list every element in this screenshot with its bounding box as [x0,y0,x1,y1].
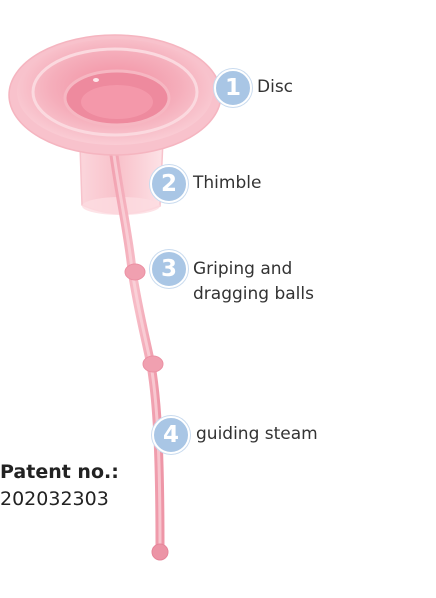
callout-label-guiding-steam: guiding steam [196,424,318,444]
callout-label-thimble: Thimble [193,173,262,193]
patent-heading: Patent no.: [0,461,119,483]
disc-part [8,34,222,156]
callout-label-gripping-balls: Griping and dragging balls [193,259,314,304]
callout-badge-2: 2 [150,165,188,203]
gripping-balls-part [124,263,169,561]
callout-label-disc: Disc [257,77,294,97]
callout-badge-4: 4 [152,416,190,454]
patent-number: 202032303 [0,488,109,510]
callout-badge-3: 3 [150,250,188,288]
callout-badge-1: 1 [214,69,252,107]
